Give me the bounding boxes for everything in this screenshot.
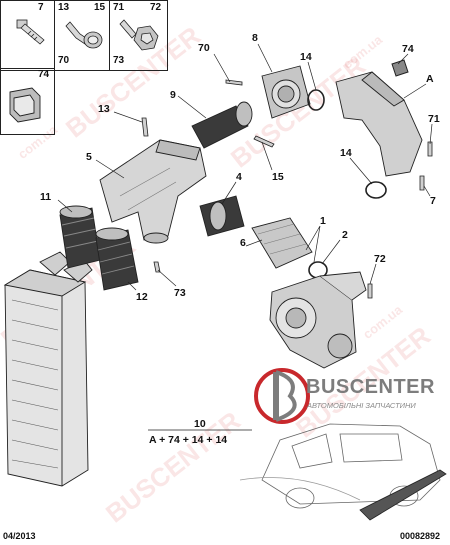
bolt-71-part bbox=[119, 19, 159, 51]
o-ring-14-part bbox=[307, 89, 325, 111]
callout-A: A bbox=[426, 73, 434, 85]
leader-lines bbox=[57, 43, 433, 431]
clip-74-small-part bbox=[391, 59, 409, 77]
inset-label: 74 bbox=[38, 69, 50, 80]
bolt-13-small-part bbox=[141, 117, 149, 137]
hose-12-part bbox=[95, 227, 139, 291]
inset-label: 73 bbox=[113, 55, 125, 66]
callout-15: 15 bbox=[272, 171, 284, 183]
inset-label: 72 bbox=[150, 2, 162, 13]
callout-13: 13 bbox=[98, 103, 110, 115]
van-illustration bbox=[239, 423, 447, 521]
callout-1: 1 bbox=[320, 215, 326, 227]
inset-label: 71 bbox=[113, 2, 125, 13]
callout-14: 14 bbox=[300, 51, 312, 63]
callout-8: 8 bbox=[252, 32, 258, 44]
inset-box bbox=[0, 68, 55, 135]
callout-4: 4 bbox=[236, 171, 242, 183]
bolt-70-part bbox=[225, 79, 243, 86]
intercooler-part bbox=[3, 251, 93, 487]
inset-box bbox=[109, 0, 168, 71]
hose-4-part bbox=[199, 195, 245, 237]
inset-label: 15 bbox=[94, 2, 106, 13]
callout-14: 14 bbox=[340, 147, 352, 159]
bolt-7-part bbox=[16, 19, 45, 45]
turbocharger-part bbox=[269, 271, 367, 369]
buscenter-logo-icon bbox=[254, 368, 310, 424]
clip-74-part bbox=[9, 87, 41, 123]
callout-5: 5 bbox=[86, 151, 92, 163]
hose-9-part bbox=[191, 101, 253, 149]
footer-code: 00082892 bbox=[400, 531, 441, 541]
bolt-72-part bbox=[367, 283, 373, 299]
pipe-assembly-5-part bbox=[99, 139, 207, 244]
callout-74: 74 bbox=[402, 43, 414, 55]
formula-label: 10 bbox=[194, 418, 206, 430]
bolt-73-part bbox=[153, 261, 161, 273]
callout-73: 73 bbox=[174, 287, 186, 299]
callout-2: 2 bbox=[342, 229, 348, 241]
callout-70: 70 bbox=[198, 42, 210, 54]
o-ring-14-lower-part bbox=[365, 181, 387, 199]
resonator-6-part bbox=[251, 217, 313, 269]
brand-tagline: АВТОМОБІЛЬНІ ЗАПЧАСТИНИ bbox=[307, 401, 416, 410]
callout-12: 12 bbox=[136, 291, 148, 303]
callout-11: 11 bbox=[40, 191, 52, 203]
callout-7: 7 bbox=[430, 195, 436, 207]
callout-9: 9 bbox=[170, 89, 176, 101]
formula-text: A + 74 + 14 + 14 bbox=[149, 434, 228, 446]
callout-71: 71 bbox=[428, 113, 440, 125]
inset-label: 70 bbox=[58, 55, 70, 66]
air-pipe-A-part bbox=[335, 71, 423, 177]
bolt-15-part bbox=[253, 135, 275, 148]
callout-72: 72 bbox=[374, 253, 386, 265]
throttle-body-8-part bbox=[261, 65, 311, 119]
footer-date: 04/2013 bbox=[3, 531, 36, 541]
callout-6: 6 bbox=[240, 237, 246, 249]
bolt-71-small-part bbox=[427, 141, 433, 157]
inset-box bbox=[0, 0, 55, 71]
inset-label: 13 bbox=[58, 2, 70, 13]
inset-label: 7 bbox=[38, 2, 44, 13]
brand-name: BUSCENTER bbox=[306, 376, 435, 398]
bolt-7-small-part bbox=[419, 175, 425, 191]
bolt-13-part bbox=[65, 21, 103, 49]
